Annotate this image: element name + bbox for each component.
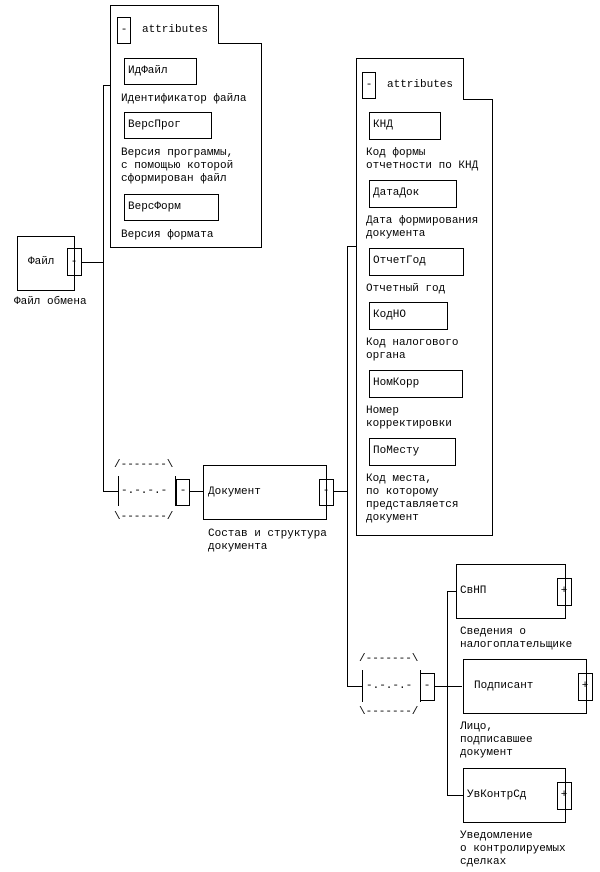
desc-line: Код налогового [366, 337, 459, 349]
document-description: Состав и структура документа [208, 528, 327, 554]
desc-line: Код формы [366, 147, 426, 159]
document-attributes-group [356, 58, 493, 536]
root-description: Файл обмена [14, 296, 87, 308]
document-attributes-label: attributes [387, 79, 454, 91]
sequence-middle: -.-.-.- [366, 680, 413, 692]
root-attributes-toggle[interactable]: - [120, 24, 128, 36]
root-attr-toggle-box [117, 17, 131, 44]
attribute-description: Идентификатор файла [121, 93, 247, 105]
desc-line: Версия программы, [121, 147, 234, 159]
root-toggle-box [67, 248, 82, 276]
desc-line: Код места, [366, 473, 433, 485]
desc-line: подписавшее [460, 734, 533, 746]
attribute-description: Отчетный год [366, 283, 446, 295]
desc-line: документ [460, 747, 513, 759]
attribute-description: Код места, по которому представляется до… [366, 473, 458, 525]
root-attributes-group [110, 5, 262, 248]
attribute-name[interactable]: ВерсПрог [128, 119, 181, 131]
child-name-svnp[interactable]: СвНП [460, 585, 487, 597]
attribute-description: Номер корректировки [366, 405, 452, 431]
document-box [203, 465, 327, 520]
desc-line: Уведомление [460, 830, 533, 842]
desc-line: сформирован файл [121, 173, 227, 185]
child-description: Уведомление о контролируемых сделках [460, 830, 566, 869]
child-box-uvkontrsd [463, 768, 566, 823]
root-collapse-toggle[interactable]: - [70, 256, 78, 268]
sequence-top: /-------\ [359, 653, 419, 665]
desc-line: отчетности по КНД [366, 160, 479, 172]
sequence-toggle[interactable]: - [423, 680, 431, 692]
root-element-name[interactable]: Файл [28, 256, 55, 268]
attribute-name[interactable]: НомКорр [373, 377, 420, 389]
root-attributes-label: attributes [142, 24, 209, 36]
sequence-bottom: \-------/ [359, 706, 419, 718]
desc-line: Дата формирования [366, 215, 479, 227]
desc-line: Состав и структура [208, 528, 327, 540]
document-attributes-toggle[interactable]: - [365, 79, 373, 91]
desc-line: корректировки [366, 418, 452, 430]
desc-line: представляется [366, 499, 459, 511]
child-description: Лицо, подписавшее документ [460, 721, 533, 760]
attribute-name[interactable]: ДатаДок [373, 187, 420, 199]
attribute-name[interactable]: ПоМесту [373, 445, 420, 457]
desc-line: Сведения о [460, 626, 527, 638]
child-name-uvkontrsd[interactable]: УвКонтрСд [467, 789, 527, 801]
desc-line: Лицо, [460, 721, 494, 733]
attribute-description: Дата формирования документа [366, 215, 478, 241]
desc-line: сделках [460, 856, 507, 868]
attribute-description: Код формы отчетности по КНД [366, 147, 478, 173]
sequence-top: /-------\ [114, 459, 174, 471]
sequence-middle: -.-.-.- [121, 485, 168, 497]
desc-line: документ [366, 512, 419, 524]
sequence-bottom: \-------/ [114, 511, 174, 523]
attribute-name[interactable]: ВерсФорм [128, 201, 181, 213]
child-name-podpisant[interactable]: Подписант [474, 680, 534, 692]
desc-line: налогоплательщике [460, 639, 573, 651]
sequence-toggle[interactable]: - [179, 485, 187, 497]
child-box-podpisant [463, 659, 587, 714]
child-box-svnp [456, 564, 566, 619]
root-element-box [17, 236, 75, 291]
expand-icon[interactable]: + [581, 680, 589, 692]
desc-line: органа [366, 350, 406, 362]
document-collapse-toggle[interactable]: - [322, 485, 330, 497]
attribute-name[interactable]: КНД [373, 119, 393, 131]
document-name[interactable]: Документ [208, 486, 261, 498]
desc-line: с помощью которой [121, 160, 234, 172]
attribute-name[interactable]: ИдФайл [128, 65, 168, 77]
desc-line: документа [366, 228, 426, 240]
desc-line: Номер [366, 405, 400, 417]
attribute-name[interactable]: ОтчетГод [373, 255, 426, 267]
attribute-description: Код налогового органа [366, 337, 458, 363]
expand-icon[interactable]: + [560, 789, 568, 801]
attribute-name[interactable]: КодНО [373, 309, 407, 321]
expand-icon[interactable]: + [560, 585, 568, 597]
child-description: Сведения о налогоплательщике [460, 626, 572, 652]
desc-line: о контролируемых [460, 843, 566, 855]
desc-line: документа [208, 541, 268, 553]
desc-line: по которому [366, 486, 439, 498]
attribute-description: Версия формата [121, 229, 214, 241]
attribute-description: Версия программы, с помощью которой сфор… [121, 147, 233, 186]
